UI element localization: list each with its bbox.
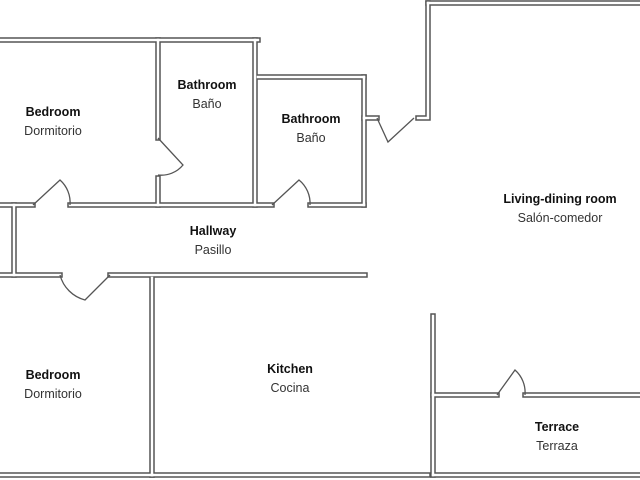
door-swing <box>496 369 526 396</box>
room-terrace: Terrace Terraza <box>535 418 579 456</box>
wall <box>415 0 431 121</box>
door-swing <box>32 179 71 206</box>
door-swing <box>376 117 415 144</box>
room-hallway: Hallway Pasillo <box>190 222 237 260</box>
room-label-es: Dormitorio <box>24 124 82 138</box>
room-label-es: Baño <box>296 131 326 145</box>
room-living-dining: Living-dining room Salón-comedor <box>503 190 616 228</box>
door-swing <box>271 179 311 206</box>
room-label-en: Bedroom <box>25 368 81 382</box>
room-bathroom-1: Bathroom Baño <box>177 76 236 114</box>
room-label-en: Kitchen <box>267 362 313 376</box>
room-label-en: Terrace <box>534 420 580 434</box>
room-kitchen: Kitchen Cocina <box>267 360 313 398</box>
door-swing <box>59 274 111 301</box>
room-label-es: Dormitorio <box>24 387 82 401</box>
room-label-en: Bathroom <box>177 78 237 92</box>
room-bedroom-2: Bedroom Dormitorio <box>24 366 82 404</box>
wall <box>416 1 430 120</box>
room-label-es: Salón-comedor <box>517 211 603 225</box>
door-swing <box>157 137 184 176</box>
room-label-en: Living-dining room <box>503 192 617 206</box>
room-label-es: Baño <box>192 97 222 111</box>
room-bathroom-2: Bathroom Baño <box>281 110 340 148</box>
room-label-en: Bedroom <box>25 105 81 119</box>
room-bedroom-1: Bedroom Dormitorio <box>24 103 82 141</box>
room-label-en: Hallway <box>189 224 237 238</box>
room-label-es: Cocina <box>270 381 310 395</box>
room-label-en: Bathroom <box>281 112 341 126</box>
room-label-es: Terraza <box>536 439 578 453</box>
room-label-es: Pasillo <box>194 243 232 257</box>
